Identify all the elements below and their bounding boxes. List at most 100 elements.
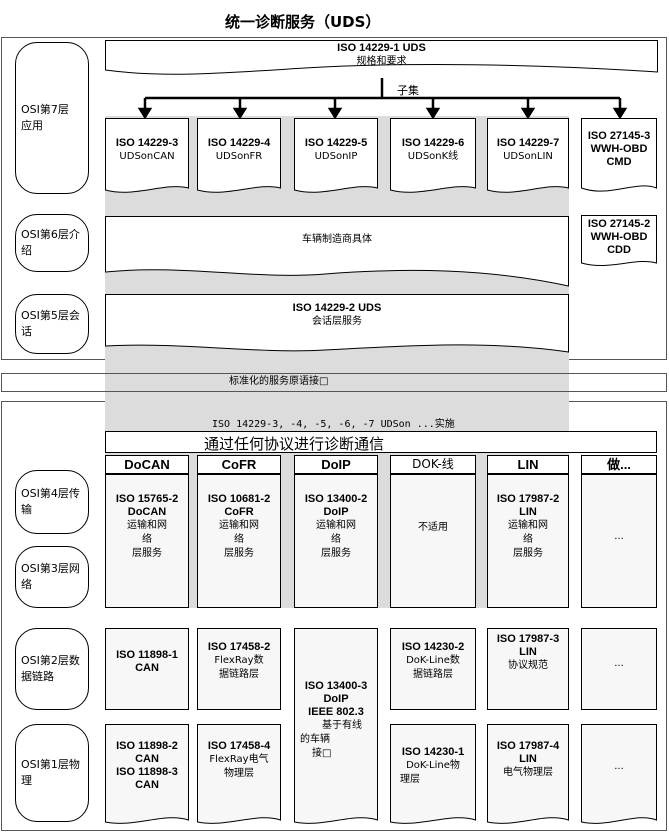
transport-doip-l1: ISO 13400-2 [304,493,368,505]
datalink-lin-l1: ISO 17987-3 [496,633,560,645]
osi-layer-2-label: OSI第2层数 据链路 [15,628,89,710]
osi-layer-4-label: OSI第4层传 输 [15,470,89,534]
doip-physical-l6: 接□ [312,748,332,759]
physical-lin-l3: 电气物理层 [503,767,553,778]
doip-physical-l4: 基于有线 [322,720,362,731]
app-box-udsonlin-title: ISO 14229-7 [496,137,560,149]
transport-lin-l5: 层服务 [513,548,543,559]
app-box-udsonk-line-title: ISO 14229-6 [401,137,465,149]
app-box-udsoncan-subtitle: UDSonCAN [119,151,175,162]
implementation-text: ISO 14229-3, -4, -5, -6, -7 UDSon ...实施 [212,419,455,430]
physical-flexray-l2: FlexRay电气 [209,754,269,765]
subset-arrows [137,78,628,120]
physical-dok-line-l3: 理层 [400,774,420,785]
datalink-can: ISO 11898-1 CAN [105,628,189,710]
osi-layer-7-label: OSI第7层 应用 [15,42,89,194]
osi-layer-3-label: OSI第3层网 络 [15,546,89,608]
protocol-header-lin: LIN [487,455,569,474]
protocol-header-doip: DoIP [294,455,378,474]
transport-other-l1: ... [614,531,624,542]
uds-spec-box-shape [105,40,658,75]
osi-layer-6-label: OSI第6层介 绍 [15,214,89,272]
session-layer-subtitle: 会话层服务 [312,316,362,327]
subset-label: 子集 [397,84,419,97]
transport-lin-l3: 运输和网 [508,520,548,531]
datalink-lin-l2: LIN [519,646,537,658]
datalink-can-l1: ISO 11898-1 [116,649,178,661]
uds-spec-subtitle: 规格和要求 [356,56,407,67]
doip-physical-box: ISO 13400-3 DoIP IEEE 802.3 基于有线 的车辆 接□ [294,628,378,828]
datalink-can-l2: CAN [135,662,159,674]
transport-docan-l5: 层服务 [132,548,162,559]
app-box-udsoncan: ISO 14229-3 UDSonCAN [105,118,189,196]
app-box-udsonfr-subtitle: UDSonFR [215,151,263,162]
datalink-lin: ISO 17987-3 LIN 协议规范 [487,628,569,710]
service-primitive-band-gray [105,374,569,391]
app-box-udsonip: ISO 14229-5 UDSonIP [294,118,378,196]
transport-cofr: ISO 10681-2 CoFR 运输和网 络 层服务 [197,474,281,608]
physical-can-l2: CAN [135,753,159,765]
app-box-udsonfr: ISO 14229-4 UDSonFR [197,118,281,196]
physical-lin-l2: LIN [519,753,537,765]
wwh-obd-cdd-line2: WWH-OBD [590,231,648,243]
page-title: 统一诊断服务（UDS） [225,13,381,31]
app-box-udsoncan-title: ISO 14229-3 [115,137,179,149]
transport-cofr-l5: 层服务 [224,548,254,559]
protocol-header-dok-line: DOK-线 [390,455,476,474]
transport-docan-l2: DoCAN [127,506,167,518]
session-layer-box: ISO 14229-2 UDS 会话层服务 [105,294,569,360]
uds-spec-box: ISO 14229-1 UDS 规格和要求 [105,40,658,78]
protocol-header-docan: DoCAN [105,455,189,474]
transport-doip-l5: 层服务 [321,548,351,559]
physical-other: ... [581,724,657,828]
physical-dok-line-l2: DoK-Line物 [406,760,460,771]
physical-flexray: ISO 17458-4 FlexRay电气 物理层 [197,724,281,828]
doip-physical-l1: ISO 13400-3 [304,680,368,692]
doip-physical-l5: 的车辆 [300,734,330,745]
physical-other-l1: ... [614,761,624,772]
protocol-header-cofr: CoFR [197,455,281,474]
datalink-flexray: ISO 17458-2 FlexRay数 据链路层 [197,628,281,710]
datalink-flexray-l3: 据链路层 [219,669,259,680]
app-box-udsonlin-subtitle: UDSonLIN [503,151,553,162]
transport-docan-l3: 运输和网 [127,520,167,531]
wwh-obd-cdd-line1: ISO 27145-2 [587,218,651,230]
datalink-other-l1: ... [614,658,624,669]
transport-dok-line-l1: 不适用 [418,522,448,533]
wwh-obd-cdd-line3: CDD [607,244,631,256]
datalink-lin-l3: 协议规范 [508,660,548,671]
physical-lin-l1: ISO 17987-4 [496,740,560,752]
app-box-udsonk-line-subtitle: UDSonK线 [407,151,459,162]
transport-other: ... [581,474,657,608]
datalink-other: ... [581,628,657,710]
transport-lin-l2: LIN [519,506,537,518]
transport-lin-l4: 络 [523,534,533,545]
doip-physical-l3: IEEE 802.3 [308,706,364,718]
physical-dok-line: ISO 14230-1 DoK-Line物 理层 [390,724,476,828]
transport-dok-line: 不适用 [390,474,476,608]
datalink-dok-line: ISO 14230-2 DoK-Line数 据链路层 [390,628,476,710]
presentation-layer-box: 车辆制造商具体 [105,216,569,294]
transport-doip-l4: 络 [331,534,341,545]
any-protocol-text: 通过任何协议进行诊断通信 [204,435,385,453]
app-box-udsonip-title: ISO 14229-5 [304,137,368,149]
osi-layer-5-label: OSI第5层会 话 [15,294,89,354]
wwh-obd-cmd-line3: CMD [606,156,632,168]
physical-flexray-l3: 物理层 [224,768,254,779]
transport-lin-l1: ISO 17987-2 [496,493,560,505]
uds-spec-title: ISO 14229-1 UDS [337,42,426,54]
datalink-dok-line-l2: DoK-Line数 [406,655,460,666]
wwh-obd-cmd-line1: ISO 27145-3 [587,130,651,142]
presentation-layer-text: 车辆制造商具体 [302,234,372,245]
service-primitive-text: 标准化的服务原语接□ [229,376,329,387]
app-box-udsonk-line: ISO 14229-6 UDSonK线 [390,118,476,196]
osi-layer-1-label: OSI第1层物 理 [15,724,89,822]
any-protocol-banner [105,431,657,453]
physical-lin: ISO 17987-4 LIN 电气物理层 [487,724,569,828]
transport-cofr-l1: ISO 10681-2 [207,493,271,505]
transport-lin: ISO 17987-2 LIN 运输和网 络 层服务 [487,474,569,608]
transport-doip-l2: DoIP [323,506,349,518]
physical-can-l1: ISO 11898-2 [116,740,178,752]
transport-cofr-l4: 络 [234,534,244,545]
session-layer-title: ISO 14229-2 UDS [292,302,382,314]
